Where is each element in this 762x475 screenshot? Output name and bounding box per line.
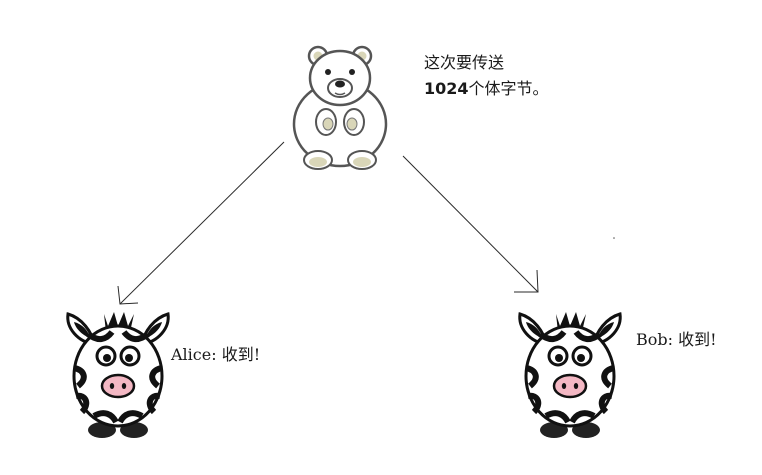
byte-count: 1024 bbox=[424, 79, 469, 98]
arrow-to-bob bbox=[402, 155, 539, 293]
alice-caption: Alice: 收到! bbox=[171, 345, 261, 364]
zebra-bob-icon bbox=[520, 312, 620, 438]
sender-message-line1: 这次要传送 bbox=[424, 53, 505, 72]
sender-message: 这次要传送 1024个体字节。 bbox=[424, 50, 549, 102]
bob-caption: Bob: 收到! bbox=[636, 330, 717, 349]
sender-message-line2: 1024个体字节。 bbox=[424, 76, 549, 102]
stray-dot bbox=[613, 237, 615, 239]
zebra-alice-icon bbox=[68, 312, 168, 438]
sender-message-line2-rest: 个体字节。 bbox=[468, 79, 549, 98]
arrow-to-alice bbox=[117, 141, 285, 305]
polar-bear-icon bbox=[292, 45, 388, 170]
